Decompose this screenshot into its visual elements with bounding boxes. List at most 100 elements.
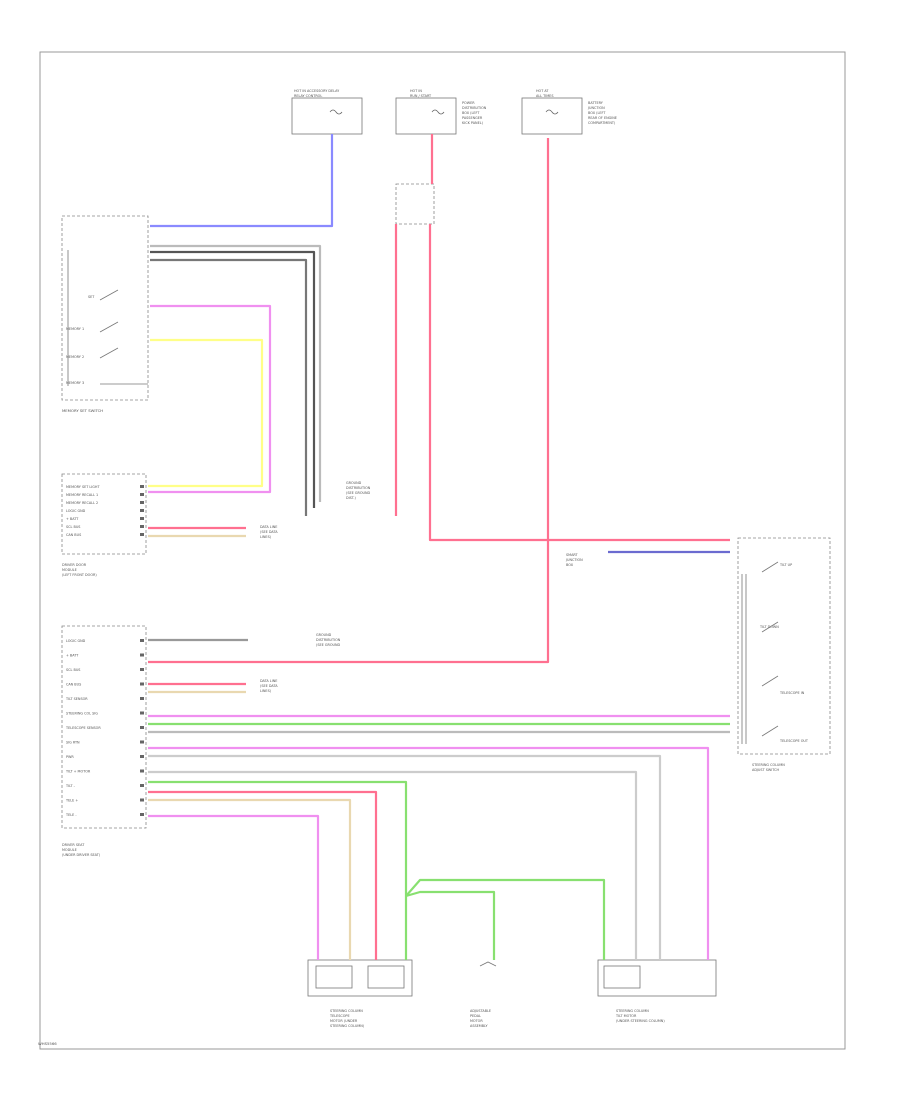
seat-pin-label: CAN BUS — [66, 683, 81, 687]
fuse-note-left-2: DISTRIBUTION — [462, 106, 487, 110]
door-module-box — [61, 473, 147, 555]
seat-pin — [140, 697, 144, 700]
ground-note-4: DIST.) — [346, 496, 357, 500]
seat-module-label-1: DRIVER SEAT — [62, 843, 85, 847]
tele-motor-label-4: STEERING COLUMN) — [330, 1024, 365, 1028]
wire-green-3 — [405, 878, 606, 960]
memory-switch-box — [61, 215, 149, 401]
pedal-motor-label-4: ASSEMBLY — [470, 1024, 488, 1028]
steering-switch-label-1: STEERING COLUMN — [752, 763, 785, 767]
door-pin — [140, 509, 144, 512]
smart-junction-3: BOX — [566, 563, 574, 567]
steering-switch-box — [737, 537, 831, 755]
data-note-b-2: (SEE DATA — [260, 684, 278, 688]
door-pin-label: MEMORY SET LIGHT — [66, 485, 100, 489]
switch-contact-3 — [99, 347, 119, 359]
tele-motor-inner-2 — [367, 965, 405, 989]
door-pin-label: LOGIC GND — [66, 509, 86, 513]
fuse-icon-1 — [329, 109, 343, 115]
seat-pin — [140, 769, 144, 773]
door-pin-label: + BATT — [66, 517, 79, 521]
wire-green-4 — [405, 890, 496, 960]
ground-note-1: GROUND — [346, 481, 362, 485]
fuse-note-left-1: POWER — [462, 101, 475, 105]
door-pin-label: CAN BUS — [66, 533, 81, 537]
seat-pin — [140, 784, 144, 787]
seat-pin — [140, 653, 144, 657]
power-label-1b: RELAY CONTROL — [294, 94, 322, 98]
door-pin — [140, 533, 144, 536]
door-module-pins: MEMORY SET LIGHT MEMORY RECALL 1 MEMORY RE… — [66, 485, 144, 537]
power-label-3b: ALL TIMES — [536, 94, 553, 98]
ground-note-2: DISTRIBUTION — [346, 486, 371, 490]
wire-tan-1 — [148, 798, 352, 960]
data-note-b-1: DATA LINE — [260, 679, 277, 683]
seat-pin-label: TILT + MOTOR — [65, 770, 91, 774]
fuse-note-right-5: COMPARTMENT) — [588, 121, 616, 125]
tele-motor-inner-1 — [315, 965, 353, 989]
seat-pin-label: LOGIC GND — [66, 639, 86, 643]
switch-pos-m3: MEMORY 3 — [66, 381, 84, 385]
pedal-motor-label-2: PEDAL — [470, 1014, 481, 1018]
tele-motor-label-3: MOTOR (UNDER — [330, 1019, 358, 1023]
wire-magenta-3 — [148, 746, 710, 960]
door-pin-label: MEMORY RECALL 1 — [66, 493, 98, 497]
fuse-note-right-4: REAR OF ENGINE — [588, 116, 617, 120]
seat-pin — [140, 740, 144, 744]
ground-note-b-1: GROUND — [316, 633, 332, 637]
wire-black-2 — [150, 258, 308, 516]
tilt-motor-inner-1 — [603, 965, 641, 989]
splice-box — [395, 183, 435, 225]
tilt-motor-label-2: TILT MOTOR — [615, 1014, 637, 1018]
door-module-label-2: MODULE — [62, 568, 77, 572]
seat-pin-label: TILT SENSOR — [65, 697, 88, 701]
seat-pin-label: TILT - — [65, 784, 76, 788]
seat-pin — [140, 755, 144, 758]
smart-junction-2: JUNCTION — [565, 558, 583, 562]
switch-pos-m1: MEMORY 1 — [66, 327, 84, 331]
steer-pos-1: TILT UP — [779, 563, 792, 567]
switch-pos-m2: MEMORY 2 — [66, 355, 84, 359]
tilt-motor-label-1: STEERING COLUMN — [616, 1009, 649, 1013]
steer-contact-3 — [761, 675, 779, 687]
wire-pink-3 — [428, 224, 730, 542]
power-label-2b: RUN / START — [410, 94, 432, 98]
data-note-1: DATA LINE — [260, 525, 277, 529]
seat-pin — [140, 798, 144, 802]
seat-module-label-3: (UNDER DRIVER SEAT) — [62, 853, 101, 857]
switch-contact-2 — [99, 321, 119, 333]
switch-contact-1 — [99, 289, 119, 301]
power-box-3 — [521, 97, 583, 135]
footer-code: WHS5566 — [38, 1041, 57, 1046]
wire-blue — [150, 134, 334, 228]
fuse-note-right-3: BOX (LEFT — [588, 111, 606, 115]
seat-pin — [140, 711, 144, 715]
fuse-icon-2 — [431, 109, 445, 115]
steer-contact-1 — [761, 561, 779, 573]
seat-module-label-2: MODULE — [62, 848, 77, 852]
fuse-note-left-4: PASSENGER — [462, 116, 483, 120]
seat-pin-label: TELESCOPE SENSOR — [65, 726, 101, 730]
power-box-2 — [395, 97, 457, 135]
power-label-2a: HOT IN — [410, 89, 422, 93]
diagram-frame — [39, 51, 846, 1050]
door-pin-label: MEMORY RECALL 2 — [66, 501, 98, 505]
smart-junction-1: SMART — [566, 553, 579, 557]
wire-pink-5 — [148, 790, 378, 960]
seat-pin — [140, 639, 144, 642]
wire-black-1 — [150, 250, 316, 508]
seat-pin-label: TELE - — [65, 813, 77, 817]
memory-switch-label: MEMORY SET SWITCH — [62, 408, 103, 413]
steer-contact-2 — [761, 621, 779, 633]
door-pin — [140, 525, 144, 528]
fuse-note-left-5: KICK PANEL) — [462, 121, 484, 125]
power-box-1 — [291, 97, 363, 135]
switch-pos-set: SET — [88, 295, 95, 299]
wire-green-2 — [148, 780, 408, 960]
seat-pin-label: TELE + — [65, 799, 78, 803]
seat-pin — [140, 726, 144, 729]
fuse-icon-3 — [545, 109, 559, 115]
ground-note-3: (SEE GROUND — [346, 491, 371, 495]
